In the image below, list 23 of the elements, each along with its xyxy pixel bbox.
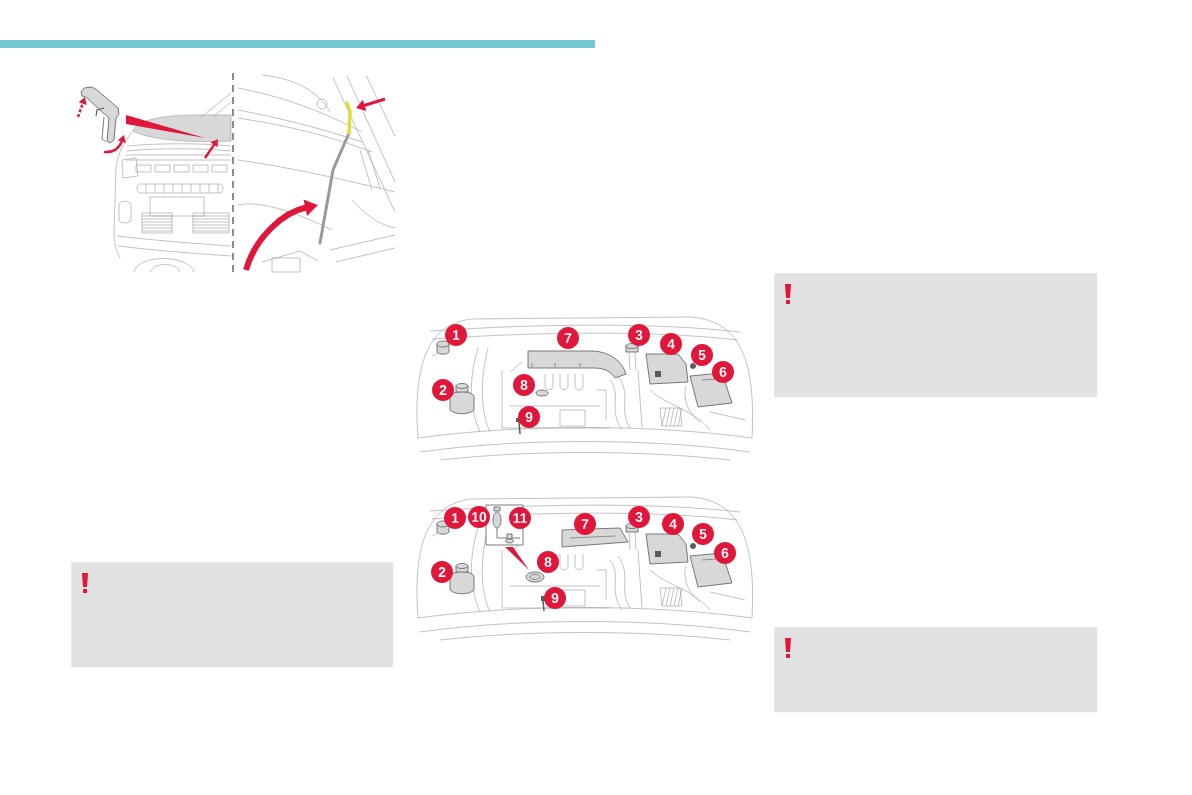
callout-number: 8 xyxy=(537,551,559,573)
note-box xyxy=(774,273,1098,398)
callout-number: 7 xyxy=(557,327,579,349)
callout-number: 2 xyxy=(431,561,453,583)
callout-number: 3 xyxy=(628,324,650,346)
note-box xyxy=(71,562,394,668)
callout-number: 7 xyxy=(574,513,596,535)
callout-number: 6 xyxy=(712,361,734,383)
callout-number: 9 xyxy=(544,587,566,609)
callout-number: 2 xyxy=(432,379,454,401)
callout-number: 5 xyxy=(691,344,713,366)
callout-number: 4 xyxy=(662,513,684,535)
note-box xyxy=(774,627,1098,713)
callout-number: 8 xyxy=(513,374,535,396)
callout-number: 3 xyxy=(628,506,650,528)
callout-number: 11 xyxy=(509,507,531,529)
callout-number: 10 xyxy=(468,506,490,528)
callout-number: 5 xyxy=(692,523,714,545)
callout-number: 1 xyxy=(445,324,467,346)
callout-number: 6 xyxy=(714,542,736,564)
callout-number: 4 xyxy=(660,333,682,355)
callout-number: 9 xyxy=(518,406,540,428)
callout-number: 1 xyxy=(444,507,466,529)
